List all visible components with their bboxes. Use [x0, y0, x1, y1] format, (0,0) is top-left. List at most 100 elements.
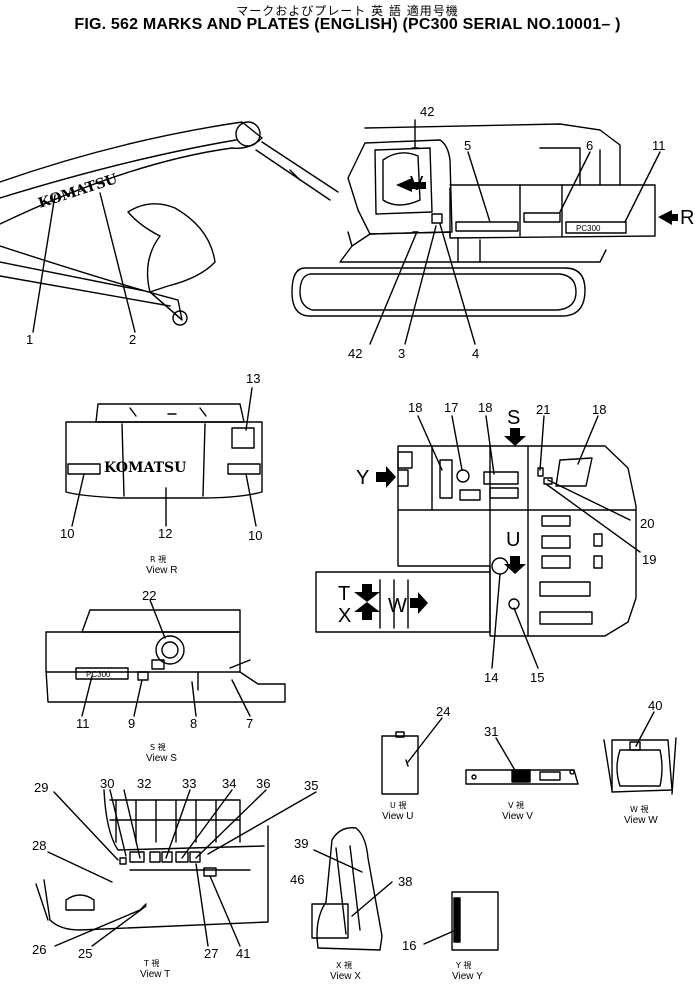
callout-39: 39: [294, 836, 308, 851]
caption-v-jp: V 視: [508, 801, 524, 810]
upper-structure: [347, 123, 656, 247]
callout-29: 29: [34, 780, 48, 795]
view-s-letter: S: [507, 407, 520, 429]
callout-24: 24: [436, 704, 450, 719]
caption-s-en: View S: [146, 753, 177, 764]
rear-logo: KOMATSU: [104, 460, 186, 476]
view-w-arrow: [410, 592, 428, 614]
caption-u-jp: U 視: [390, 801, 406, 810]
view-r-arrow: [658, 210, 678, 225]
view-v-detail: [465, 769, 579, 785]
view-t-detail: [35, 789, 269, 931]
view-t-leaders: [47, 789, 317, 947]
callout-2: 2: [129, 332, 136, 347]
boom-logo: KOMATSU: [36, 171, 119, 212]
view-y-leader: [423, 929, 457, 945]
caption-t-jp: T 視: [143, 959, 159, 968]
cab: [347, 139, 453, 235]
view-r-letter: R: [680, 207, 694, 229]
callout-6: 6: [586, 138, 593, 153]
callout-21: 21: [536, 402, 550, 417]
callout-18-middle: 18: [478, 400, 492, 415]
caption-x-en: View X: [330, 971, 361, 982]
model-plate-11: [565, 221, 627, 234]
crawler-track: [291, 267, 586, 317]
callout-41: 41: [236, 946, 250, 961]
view-v-arrow: [396, 178, 426, 192]
header-japanese: マークおよびプレート 英 語 適用号機: [236, 4, 459, 18]
callout-27: 27: [204, 946, 218, 961]
view-y-arrow: [376, 466, 396, 488]
view-w-leader: [635, 711, 655, 747]
callout-3: 3: [398, 346, 405, 361]
callout-10-left: 10: [60, 526, 74, 541]
view-v-letter: V: [410, 173, 424, 195]
callout-13: 13: [246, 371, 260, 386]
view-u-letter: U: [506, 529, 520, 551]
callout-31: 31: [484, 724, 498, 739]
callout-5: 5: [464, 138, 471, 153]
callout-25: 25: [78, 946, 92, 961]
view-r-leaders: [71, 387, 257, 527]
plate-6: [523, 212, 561, 223]
callout-34: 34: [222, 776, 236, 791]
callout-7: 7: [246, 716, 253, 731]
view-u-detail: [381, 731, 419, 795]
callout-numbers: 1 2 3 4 5 6 11 42 42 13 10 12 10 22 11 9…: [26, 104, 666, 961]
callout-30: 30: [100, 776, 114, 791]
view-r-rear: [65, 403, 263, 499]
excavator-side-view: PC300: [0, 121, 656, 326]
main-leaders: [32, 119, 661, 345]
callout-1: 1: [26, 332, 33, 347]
callout-46: 46: [290, 872, 304, 887]
caption-u-en: View U: [382, 811, 414, 822]
callout-26: 26: [32, 942, 46, 957]
callout-17: 17: [444, 400, 458, 415]
callout-18-left: 18: [408, 400, 422, 415]
callout-15: 15: [530, 670, 544, 685]
callout-42-bottom: 42: [348, 346, 362, 361]
view-captions: R 視 View R S 視 View S T 視 View T U 視 Vie…: [140, 555, 658, 982]
caption-y-en: View Y: [452, 971, 483, 982]
top-view: [315, 445, 637, 637]
view-x-leaders: [313, 849, 393, 917]
view-w-letter: W: [388, 595, 407, 617]
caption-w-jp: W 視: [630, 805, 648, 814]
top-view-leaders: [417, 415, 641, 669]
view-u-arrow: [504, 556, 526, 574]
callout-11-main: 11: [652, 138, 666, 153]
callout-40: 40: [648, 698, 662, 713]
caption-v-en: View V: [502, 811, 533, 822]
view-y-detail: [451, 891, 499, 951]
callout-12: 12: [158, 526, 172, 541]
figure-title: FIG. 562 MARKS AND PLATES (ENGLISH) (PC3…: [74, 16, 621, 33]
caption-s-jp: S 視: [150, 743, 166, 752]
model-plate-text: PC300: [576, 224, 601, 233]
view-s-model-plate: PC300: [86, 670, 111, 679]
callout-32: 32: [137, 776, 151, 791]
view-t-letter: T: [338, 583, 350, 605]
callout-19: 19: [642, 552, 656, 567]
view-x-letter: X: [338, 605, 351, 627]
view-x-detail: [311, 827, 383, 951]
callout-42-top: 42: [420, 104, 434, 119]
callout-14: 14: [484, 670, 498, 685]
callout-18-right: 18: [592, 402, 606, 417]
callout-16: 16: [402, 938, 416, 953]
arm: [0, 245, 183, 321]
view-u-leader: [407, 717, 443, 763]
view-w-detail: [603, 737, 677, 795]
caption-w-en: View W: [624, 815, 658, 826]
caption-r-jp: R 視: [150, 555, 166, 564]
caption-x-jp: X 視: [336, 961, 352, 970]
caption-y-jp: Y 視: [455, 961, 471, 970]
bucket: [127, 203, 216, 293]
view-s-leaders: [81, 599, 251, 717]
callout-35: 35: [304, 778, 318, 793]
callout-9: 9: [128, 716, 135, 731]
view-t-arrow: [354, 584, 380, 602]
callout-36: 36: [256, 776, 270, 791]
callout-33: 33: [182, 776, 196, 791]
caption-r-en: View R: [146, 565, 178, 576]
